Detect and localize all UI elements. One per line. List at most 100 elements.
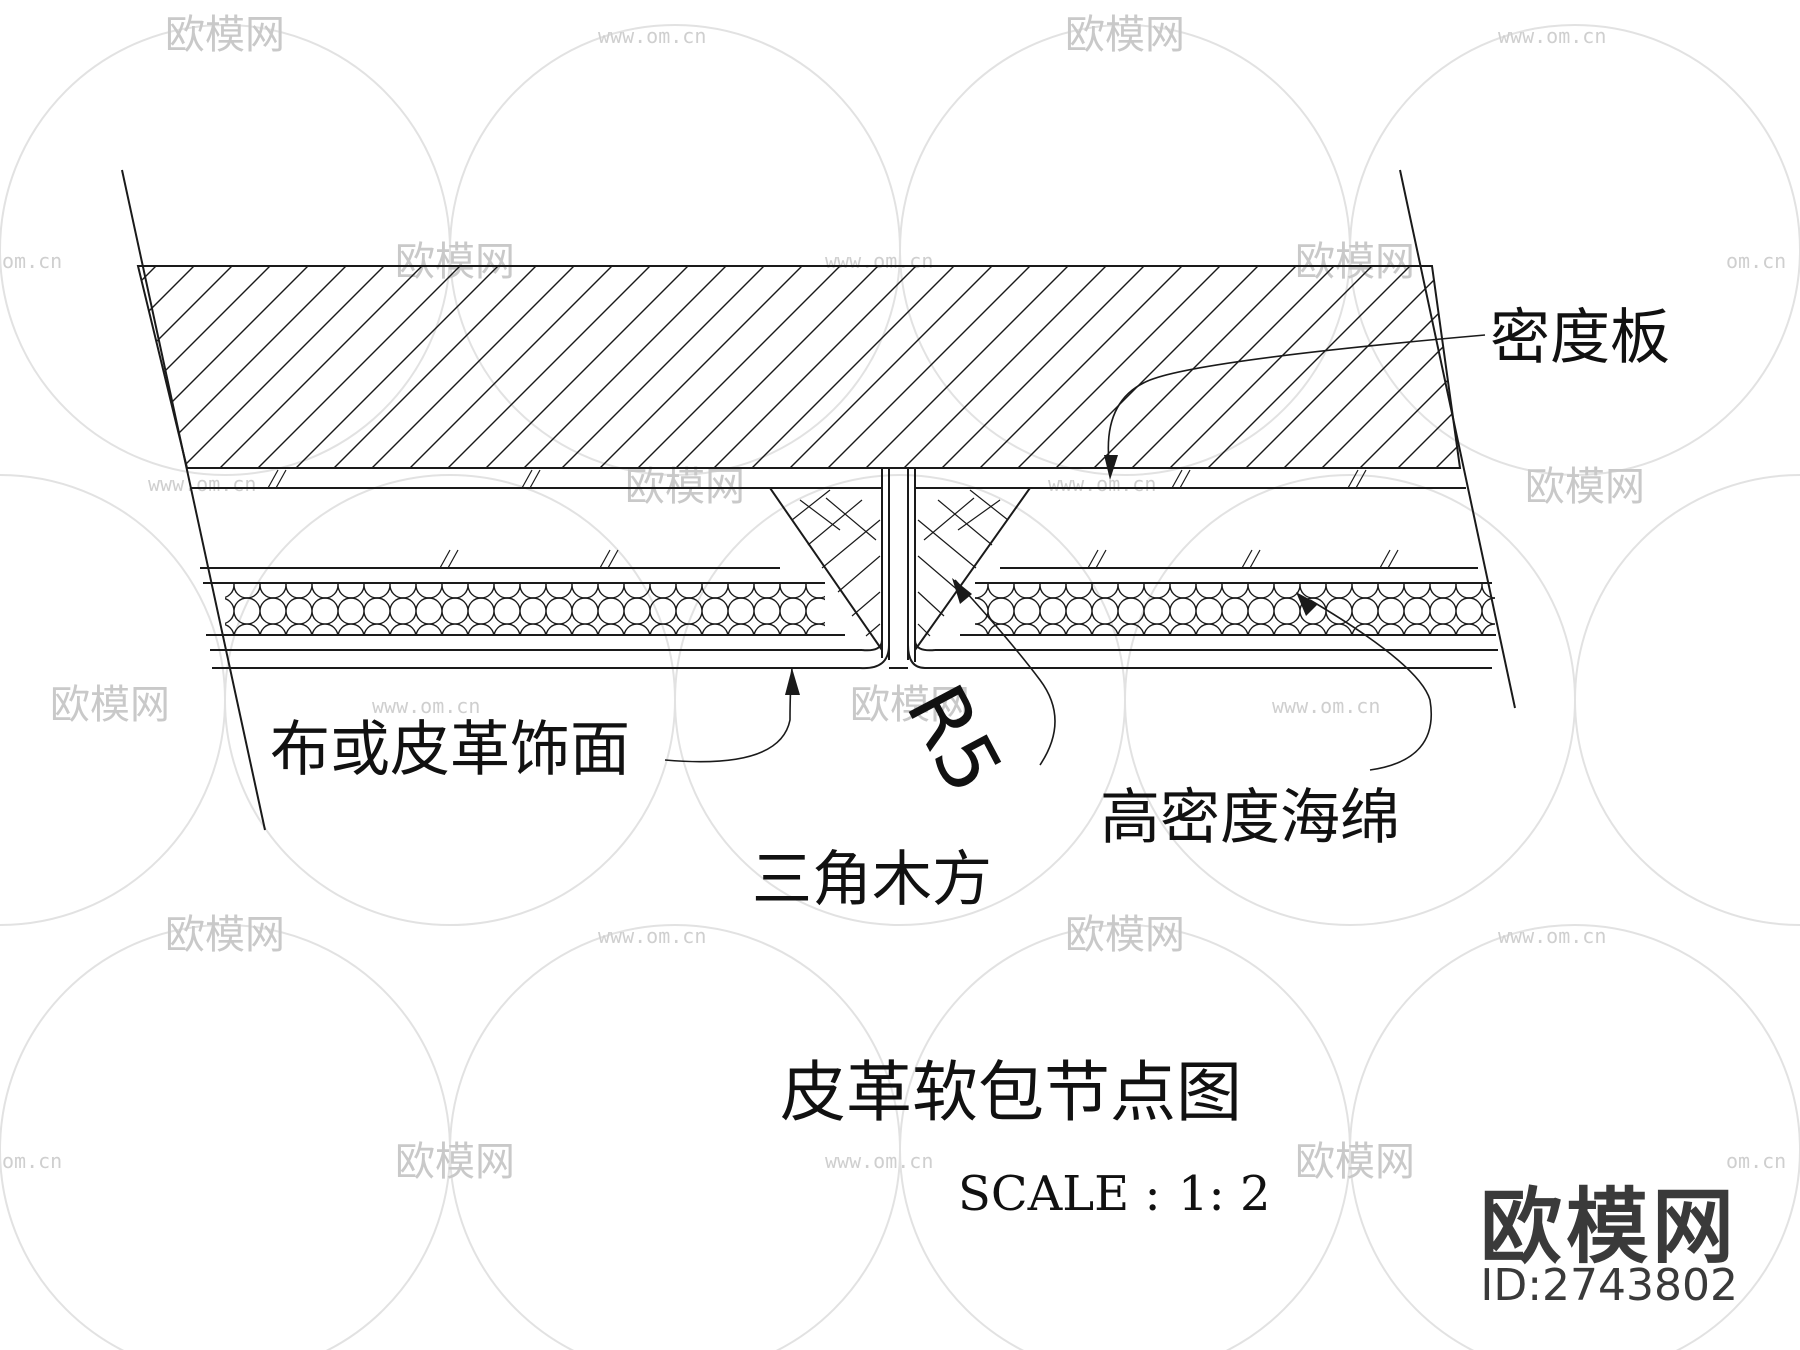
hatch-line <box>1243 266 1455 468</box>
arrow-density-board <box>1104 455 1118 480</box>
watermark-brand: 欧模网 <box>50 682 170 728</box>
watermark-brand: 欧模网 <box>1295 1139 1415 1185</box>
watermark-brand: 欧模网 <box>1525 464 1645 510</box>
label-high-density-sponge: 高密度海绵 <box>1100 783 1400 853</box>
layer-tick <box>1087 549 1099 569</box>
layer-lines <box>187 467 1498 670</box>
layer-ticks <box>267 469 1399 569</box>
layer-tick <box>1241 549 1253 569</box>
density-board <box>0 260 1800 470</box>
hatch-line <box>483 266 695 468</box>
hatch-line <box>711 266 923 468</box>
layer-tick <box>267 469 279 489</box>
hatch-line <box>597 266 809 468</box>
hatch-line <box>138 266 163 468</box>
scale-label: SCALE : <box>958 1166 1161 1222</box>
hatch-line <box>1319 266 1460 468</box>
hatch-line <box>179 266 391 468</box>
arrow-fabric <box>785 668 800 695</box>
hatch-line <box>293 266 505 468</box>
watermark-brand: 欧模网 <box>165 912 285 958</box>
hatch-line <box>749 266 961 468</box>
hatch-line <box>787 266 999 468</box>
triangle-wood-right <box>914 487 1032 654</box>
hatch-line <box>445 266 657 468</box>
watermark-url: www.om.cn <box>1498 24 1606 48</box>
hatch-line <box>939 266 1151 468</box>
scale-value: 1: 2 <box>1178 1166 1271 1222</box>
hatch-line <box>0 260 48 470</box>
hatch-line <box>1091 266 1303 468</box>
watermark-circles <box>0 24 1800 1350</box>
hatch-line <box>1015 266 1227 468</box>
layer-tick <box>1387 549 1399 569</box>
leader-lines <box>664 334 1486 771</box>
watermark-url: www.om.cn <box>1272 694 1380 718</box>
hatch-line <box>521 266 733 468</box>
watermark-brand: 欧模网 <box>1065 912 1185 958</box>
hatch-line <box>673 266 885 468</box>
hatch-line <box>901 266 1113 468</box>
leader-arrows <box>785 455 1318 695</box>
layer-tick <box>1095 549 1107 569</box>
layer-tick <box>1355 469 1367 489</box>
hatch-line <box>255 266 467 468</box>
watermark-url-short: om.cn <box>1726 249 1786 273</box>
hatch-line <box>138 266 239 468</box>
watermark-texts: 欧模网欧模网欧模网欧模网欧模网欧模网欧模网欧模网欧模网欧模网欧模网欧模网www.… <box>2 12 1786 1185</box>
watermark-brand: 欧模网 <box>395 1139 515 1185</box>
label-density-board: 密度板 <box>1490 303 1670 373</box>
hatch-line <box>1662 260 1800 470</box>
layer-tick <box>1249 549 1261 569</box>
hatch-line <box>0 260 86 470</box>
hatch-line <box>217 266 429 468</box>
layer-tick <box>1171 469 1183 489</box>
label-triangle-wood: 三角木方 <box>752 845 992 915</box>
hatch-line <box>407 266 619 468</box>
watermark-url-short: om.cn <box>1726 1149 1786 1173</box>
hatch-line <box>1129 266 1341 468</box>
watermark-url: www.om.cn <box>825 249 933 273</box>
hatch-line <box>1281 266 1460 468</box>
arrow-sponge <box>1296 592 1318 616</box>
sponge-left <box>225 583 825 635</box>
watermark-url: www.om.cn <box>825 1149 933 1173</box>
brand-id: ID:2743802 <box>1480 1260 1738 1311</box>
hatch-line <box>141 266 353 468</box>
layer-tick <box>1179 469 1191 489</box>
hatch-line <box>825 266 1037 468</box>
hatch-line <box>1357 266 1460 468</box>
hatch-line <box>1205 266 1417 468</box>
hatch-line <box>863 266 1075 468</box>
hatch-line <box>1053 266 1265 468</box>
watermark-url: www.om.cn <box>372 694 480 718</box>
watermark-url: www.om.cn <box>1498 924 1606 948</box>
watermark-url: www.om.cn <box>598 924 706 948</box>
watermark-brand: 欧模网 <box>395 239 515 285</box>
hatch-line <box>0 260 10 470</box>
watermark-url-short: om.cn <box>2 249 62 273</box>
watermark-brand: 欧模网 <box>850 682 970 728</box>
arrow-triangle-wood <box>952 578 972 604</box>
watermark-url-short: om.cn <box>2 1149 62 1173</box>
boundary-lines <box>121 169 1516 831</box>
watermark-brand: 欧模网 <box>1295 239 1415 285</box>
layer-tick <box>439 549 451 569</box>
watermark-url: www.om.cn <box>598 24 706 48</box>
layer-tick <box>599 549 611 569</box>
hatch-line <box>635 266 847 468</box>
layer-tick <box>1347 469 1359 489</box>
watermark-url: www.om.cn <box>1048 472 1156 496</box>
label-fabric-or-leather: 布或皮革饰面 <box>270 715 630 785</box>
hatch-line <box>0 260 124 470</box>
hatch-line <box>138 266 277 468</box>
hatch-line <box>977 266 1189 468</box>
sponge-right <box>975 583 1495 635</box>
watermark-url: www.om.cn <box>148 472 256 496</box>
layer-tick <box>447 549 459 569</box>
hatch-line <box>1395 266 1460 468</box>
hatch-line <box>331 266 543 468</box>
hatch-line <box>1167 266 1379 468</box>
hatch-line <box>138 266 315 468</box>
